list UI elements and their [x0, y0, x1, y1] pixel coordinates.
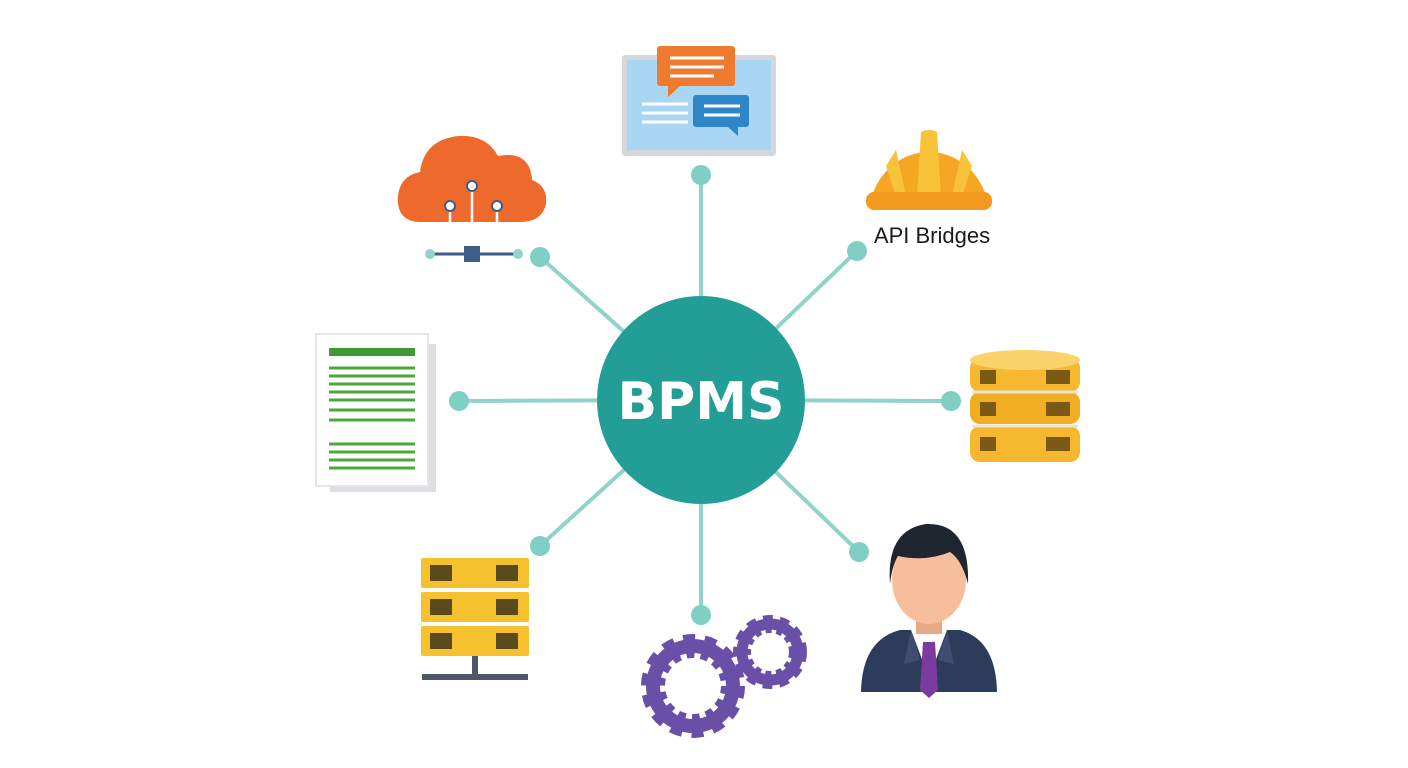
gears-icon	[641, 615, 807, 738]
hub-label: BPMS	[618, 372, 785, 432]
database-stack-icon	[970, 350, 1080, 462]
api-bridges-label: API Bridges	[874, 223, 990, 248]
dot-helmet	[847, 241, 867, 261]
dot-chat	[691, 165, 711, 185]
server-rack-icon	[421, 558, 529, 680]
bpms-hub: BPMS	[597, 296, 805, 504]
dot-cloud	[530, 247, 550, 267]
businessman-icon	[861, 523, 997, 698]
hard-hat-icon	[866, 130, 992, 210]
document-icon	[315, 333, 436, 492]
cloud-network-icon	[397, 135, 547, 262]
dot-server	[530, 536, 550, 556]
dot-person	[849, 542, 869, 562]
chat-bubbles-icon	[622, 46, 776, 156]
hub-circle	[597, 296, 805, 504]
connector-dots	[449, 165, 961, 625]
dot-database	[941, 391, 961, 411]
dot-gears	[691, 605, 711, 625]
dot-document	[449, 391, 469, 411]
